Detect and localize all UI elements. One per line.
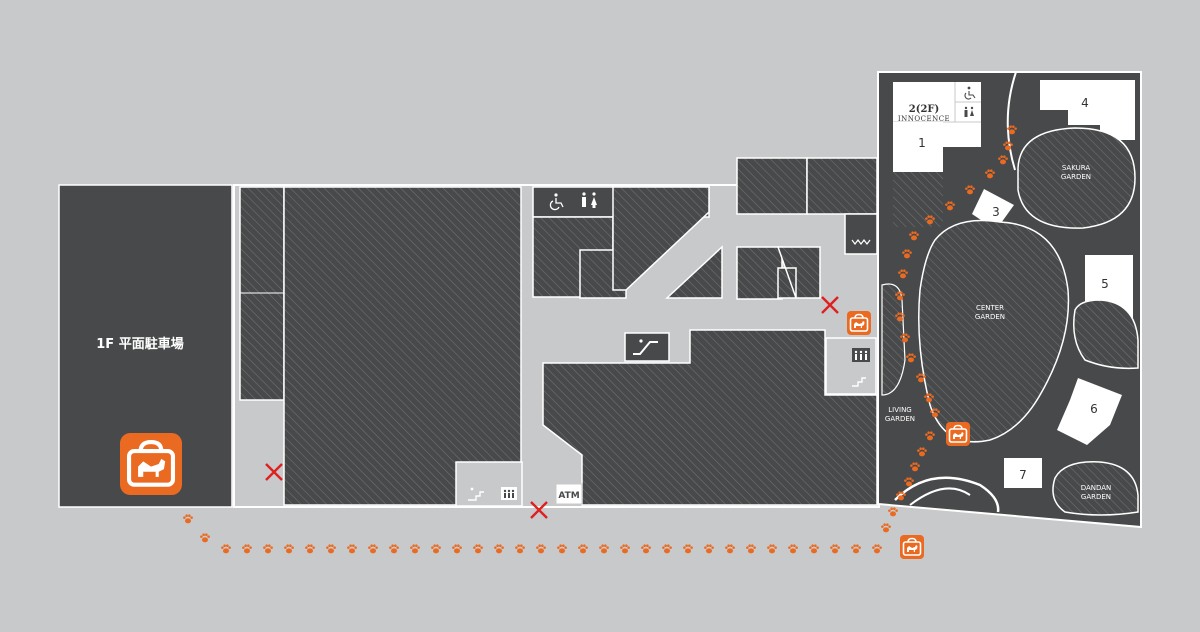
building-5-label: 5 [1101, 277, 1109, 291]
pet-carrier-icon [946, 422, 970, 446]
escalator-icon [633, 339, 658, 355]
building-4[interactable] [1040, 80, 1135, 140]
garden-complex[interactable]: 2(2F) INNOCENCE [877, 71, 1142, 529]
innocence-name: INNOCENCE [898, 115, 950, 123]
building-labels: 1 3 4 5 6 7 [918, 96, 1109, 482]
parking-label: 1F 平面駐車場 [96, 336, 183, 352]
stairs-icon [468, 487, 484, 501]
elevator-icon [501, 487, 517, 500]
restroom-area [549, 192, 597, 211]
elevator-icon [852, 348, 870, 362]
shop-blocks-upper-middle[interactable] [532, 157, 878, 300]
wheelchair-icon [549, 193, 564, 211]
building-4-label: 4 [1081, 96, 1089, 110]
shop-blocks-left[interactable] [239, 186, 522, 506]
building-1[interactable] [893, 122, 943, 172]
restroom-icon [582, 192, 597, 208]
pet-alcove [825, 337, 877, 395]
innocence-floor: 2(2F) [909, 104, 939, 115]
wheelchair-icon [964, 86, 976, 100]
stairs-icon [852, 377, 866, 387]
building-6[interactable] [1057, 378, 1122, 445]
pet-carrier-icon [900, 535, 924, 559]
building-3-label: 3 [992, 205, 1000, 219]
restroom-sign [849, 236, 875, 250]
parking-lot[interactable]: 1F 平面駐車場 [58, 184, 233, 508]
pet-carrier-icon [847, 311, 871, 335]
building-7-label: 7 [1019, 468, 1027, 482]
atm-label: ATM [558, 491, 579, 501]
building-1-label: 1 [918, 136, 926, 150]
pet-carrier-icon [120, 433, 182, 495]
building-6-label: 6 [1090, 402, 1098, 416]
restroom-icon [964, 106, 974, 117]
building-7[interactable] [1004, 458, 1042, 488]
shop-blocks-lower[interactable]: ATM [455, 329, 878, 507]
